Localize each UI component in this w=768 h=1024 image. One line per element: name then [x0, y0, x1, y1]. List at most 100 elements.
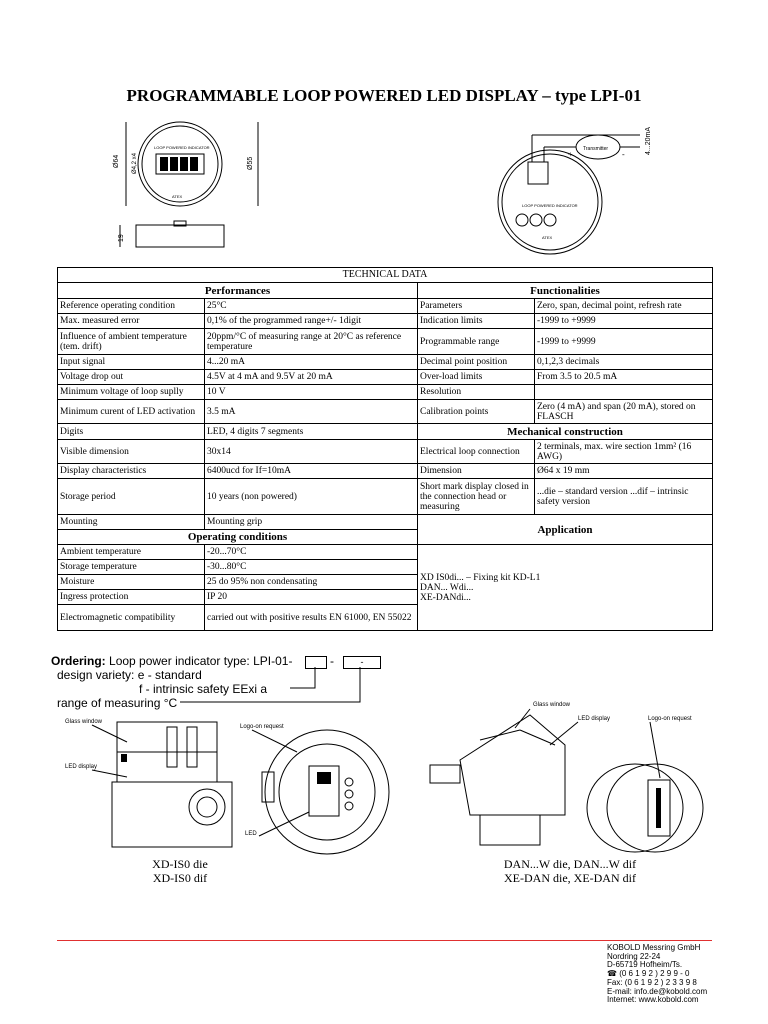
atex-label: ATEX: [172, 194, 182, 199]
func-value: Zero (4 mA) and span (20 mA), stored on …: [534, 399, 713, 424]
transmitter-label: Transmitter: [583, 146, 608, 152]
address-line: Fax: (0 6 1 9 2 ) 2 3 3 9 8: [607, 977, 697, 987]
perf-value: 4.5V at 4 mA and 9.5V at 20 mA: [204, 369, 418, 385]
performances-header: Performances: [57, 282, 418, 299]
mech-value: Ø64 x 19 mm: [534, 463, 713, 479]
dim-55-label: Ø55: [247, 157, 254, 170]
func-value: Zero, span, decimal point, refresh rate: [534, 298, 713, 314]
xd-iso-drawing: [91, 721, 390, 855]
ordering-dash: -: [330, 654, 334, 668]
func-value: [534, 384, 713, 400]
address-line: D-65719 Hofheim/Ts.: [607, 960, 683, 970]
perf-value: 0,1% of the programmed range+/- 1digit: [204, 313, 418, 329]
mech-value: 2 terminals, max. wire section 1mm² (16 …: [534, 439, 713, 464]
technical-data-header: TECHNICAL DATA: [57, 267, 713, 283]
perf-value: Mounting grip: [204, 514, 418, 530]
address-line: Nordring 22-24: [607, 951, 661, 961]
perf-key: Max. measured error: [57, 313, 205, 329]
mech-key: Electrical loop connection: [417, 439, 535, 464]
dim-4-2-label: Ø4,2 x4: [132, 152, 138, 174]
mech-key: Short mark display closed in the connect…: [417, 478, 535, 515]
func-key: Resolution: [417, 384, 535, 400]
mech-value: ...die – standard version ...dif – intri…: [534, 478, 713, 515]
perf-key: Minimum voltage of loop suplly: [57, 384, 205, 400]
intrinsic-line: f - intrinsic safety EExi a: [139, 682, 268, 696]
oper-key: Electromagnetic compatibility: [57, 604, 205, 631]
perf-value: 4...20 mA: [204, 354, 418, 370]
address-line: ☎ (0 6 1 9 2 ) 2 9 9 - 0: [607, 969, 690, 979]
application-cell: XD IS0di... – Fixing kit KD-L1 DAN... Wd…: [417, 544, 713, 631]
range-label: 4...20mA: [645, 127, 652, 155]
perf-key: Input signal: [57, 354, 205, 370]
func-key: Indication limits: [417, 313, 535, 329]
range-box-text: -: [360, 657, 364, 667]
range-line: range of measuring °C: [57, 696, 178, 710]
device-label: LOOP POWERED INDICATOR: [154, 145, 210, 150]
led-display-label-right: LED display: [578, 716, 611, 722]
func-key: Parameters: [417, 298, 535, 314]
func-key: Programmable range: [417, 328, 535, 355]
application-header: Application: [417, 514, 713, 545]
application-line: XE-DANdi...: [420, 592, 471, 603]
perf-key: Visible dimension: [57, 439, 205, 464]
application-line: DAN... Wdi...: [420, 582, 474, 593]
perf-key: Influence of ambient temperature (tem. d…: [57, 328, 205, 355]
minus-label: -: [622, 150, 625, 159]
oper-value: IP 20: [204, 589, 418, 605]
oper-key: Moisture: [57, 574, 205, 590]
address-line: E-mail: info.de@kobold.com: [607, 986, 708, 996]
perf-value: 25°C: [204, 298, 418, 314]
perf-value: 10 V: [204, 384, 418, 400]
oper-key: Ambient temperature: [57, 544, 205, 560]
oper-key: Ingress protection: [57, 589, 205, 605]
wiring-drawing: Transmitter 4...20mA LOOP POWERED INDICA…: [497, 127, 652, 255]
variety-box: [305, 656, 327, 669]
ordering-label: Ordering:: [51, 654, 106, 668]
oper-key: Storage temperature: [57, 559, 205, 575]
perf-value: 6400ucd for If=10mA: [204, 463, 418, 479]
range-box: -: [343, 656, 381, 669]
address-line: KOBOLD Messring GmbH: [607, 943, 701, 952]
oper-value: 25 do 95% non condensating: [204, 574, 418, 590]
perf-value: 10 years (non powered): [204, 478, 418, 515]
logo-request-label-left: Logo-on request: [240, 724, 284, 730]
perf-key: Minimum curent of LED activation: [57, 399, 205, 424]
address-block: KOBOLD Messring GmbH Nordring 22-24 D-65…: [607, 943, 708, 1005]
func-value: 0,1,2,3 decimals: [534, 354, 713, 370]
oper-value: -20...70°C: [204, 544, 418, 560]
perf-key: Mounting: [57, 514, 205, 530]
device-label-2: LOOP POWERED INDICATOR: [522, 203, 578, 208]
technical-data-table: TECHNICAL DATA Performances Functionalit…: [57, 267, 713, 631]
perf-key: Digits: [57, 423, 205, 440]
plus-label: +: [568, 150, 573, 159]
caption-left: XD-IS0 die XD-IS0 dif: [152, 857, 208, 885]
footer-rule: [57, 940, 712, 941]
mechanical-header: Mechanical construction: [417, 423, 713, 440]
perf-value: LED, 4 digits 7 segments: [204, 423, 418, 440]
mech-key: Dimension: [417, 463, 535, 479]
operating-header: Operating conditions: [57, 529, 418, 545]
dim-64-label: Ø64: [113, 155, 120, 168]
glass-window-label-right: Glass window: [533, 702, 571, 708]
func-key: Decimal point position: [417, 354, 535, 370]
func-value: -1999 to +9999: [534, 328, 713, 355]
page-title: PROGRAMMABLE LOOP POWERED LED DISPLAY – …: [126, 86, 642, 105]
ordering-connectors: [180, 667, 361, 703]
perf-value: 3.5 mA: [204, 399, 418, 424]
logo-request-label-right: Logo-on request: [648, 716, 692, 722]
ordering-text: Loop power indicator type: LPI-01-: [109, 654, 293, 668]
atex-label-2: ATEX: [542, 235, 552, 240]
func-key: Over-load limits: [417, 369, 535, 385]
perf-key: Storage period: [57, 478, 205, 515]
design-variety-line: design variety: e - standard: [57, 668, 202, 682]
dan-drawing: [429, 708, 704, 853]
perf-value: 20ppm/°C of measuring range at 20°C as r…: [204, 328, 418, 355]
perf-key: Reference operating condition: [57, 298, 205, 314]
oper-value: carried out with positive results EN 610…: [204, 604, 418, 631]
func-value: From 3.5 to 20.5 mA: [534, 369, 713, 385]
dim-19-label: 19: [118, 234, 125, 242]
perf-key: Voltage drop out: [57, 369, 205, 385]
perf-key: Display characteristics: [57, 463, 205, 479]
func-key: Calibration points: [417, 399, 535, 424]
func-value: -1999 to +9999: [534, 313, 713, 329]
